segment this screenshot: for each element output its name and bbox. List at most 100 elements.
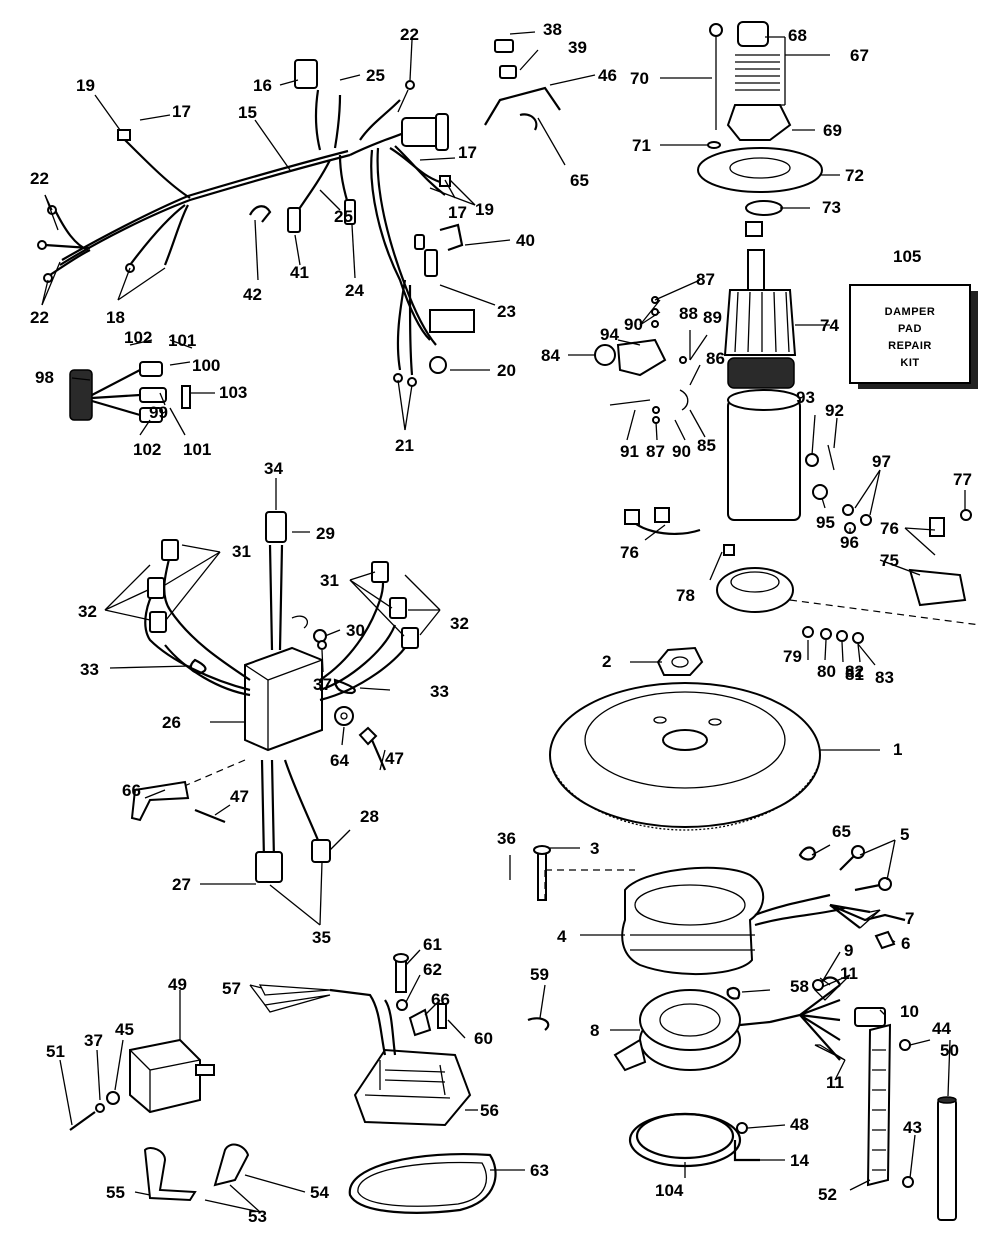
terminal-block-assembly: [866, 1023, 957, 1221]
callout-label: 82: [845, 662, 864, 681]
callout-label: 20: [497, 361, 516, 380]
callout-label: 28: [360, 807, 379, 826]
callout-label: 58: [790, 977, 809, 996]
terminal-plug-assembly: [69, 361, 191, 423]
callout-label: 99: [149, 403, 168, 422]
callout-label: 65: [570, 171, 589, 190]
callout-label: 76: [880, 519, 899, 538]
callout-label: 39: [568, 38, 587, 57]
power-pack-assembly: [130, 511, 419, 883]
callout-label: 55: [106, 1183, 125, 1202]
callout-label: 66: [431, 990, 450, 1009]
ignition-coil-assembly: [69, 1038, 250, 1202]
callout-label: 81: [845, 665, 864, 684]
callout-label: 103: [219, 383, 247, 402]
callout-label: 49: [168, 975, 187, 994]
callout-label: 9: [844, 941, 853, 960]
harness-clips: [249, 39, 561, 252]
callout-label: 62: [423, 960, 442, 979]
callout-label: 89: [703, 308, 722, 327]
callout-label: 19: [475, 200, 494, 219]
callout-label: 57: [222, 979, 241, 998]
leader-lines: [41, 31, 966, 1213]
callout-label: 8: [590, 1021, 599, 1040]
callout-label: 78: [676, 586, 695, 605]
callout-label: 27: [172, 875, 191, 894]
starter-motor-assembly: [594, 21, 981, 644]
callout-label: 14: [790, 1151, 809, 1170]
callout-label: 100: [192, 356, 220, 375]
callout-label: 87: [696, 270, 715, 289]
callout-label: 64: [330, 751, 349, 770]
callout-label: 102: [124, 328, 152, 347]
callout-label: 17: [458, 143, 477, 162]
callout-label: 40: [516, 231, 535, 250]
callout-label: 11: [840, 964, 858, 983]
kit-line-4: KIT: [900, 357, 919, 369]
callout-label: 22: [30, 169, 49, 188]
callout-label: 16: [253, 76, 272, 95]
callout-label: 30: [346, 621, 365, 640]
callout-label: 26: [162, 713, 181, 732]
callout-label: 91: [620, 442, 639, 461]
callout-label: 86: [706, 349, 725, 368]
timer-base-assembly: [613, 974, 886, 1168]
callout-label: 25: [334, 207, 353, 226]
wiring-harness: [37, 59, 475, 387]
callout-label: 19: [76, 76, 95, 95]
callout-label: 33: [80, 660, 99, 679]
callout-label: 63: [530, 1161, 549, 1180]
callout-label: 85: [697, 436, 716, 455]
callout-label: 41: [290, 263, 309, 282]
callout-label: 73: [822, 198, 841, 217]
callout-label: 6: [901, 934, 910, 953]
callout-label: 32: [78, 602, 97, 621]
callout-label: 43: [903, 1118, 922, 1137]
callout-label: 29: [316, 524, 335, 543]
callout-label: 94: [600, 325, 619, 344]
callout-label: 90: [672, 442, 691, 461]
kit-line-3: REPAIR: [888, 340, 932, 352]
callout-label: 80: [817, 662, 836, 681]
callout-label: 31: [232, 542, 251, 561]
callout-label: 48: [790, 1115, 809, 1134]
callout-label: 77: [953, 470, 972, 489]
callout-label: 98: [35, 368, 54, 387]
callout-label: 47: [385, 749, 404, 768]
callout-label: 97: [872, 452, 891, 471]
callout-label: 59: [530, 965, 549, 984]
callout-label: 45: [115, 1020, 134, 1039]
callout-label: 90: [624, 315, 643, 334]
callout-label: 47: [230, 787, 249, 806]
callout-label: 37: [313, 675, 332, 694]
rectifier-assembly: [258, 953, 550, 1214]
callout-label: 102: [133, 440, 161, 459]
callout-label: 1: [893, 740, 902, 759]
callout-label: 53: [248, 1207, 267, 1226]
callout-label: 51: [46, 1042, 65, 1061]
callout-label: 66: [122, 781, 141, 800]
callout-label: 15: [238, 103, 257, 122]
callout-label: 17: [448, 203, 467, 222]
callout-label: 95: [816, 513, 835, 532]
callout-label: 11: [826, 1073, 844, 1092]
callout-label: 60: [474, 1029, 493, 1048]
callout-label: 84: [541, 346, 560, 365]
callout-label: 33: [430, 682, 449, 701]
callout-label: 52: [818, 1185, 837, 1204]
stator-assembly: [621, 845, 906, 976]
callout-label: 88: [679, 304, 698, 323]
callout-label: 67: [850, 46, 869, 65]
callout-label: 18: [106, 308, 125, 327]
callout-label: 65: [832, 822, 851, 841]
callout-label: 92: [825, 401, 844, 420]
callout-label: 24: [345, 281, 364, 300]
callout-label: 72: [845, 166, 864, 185]
callout-label: 3: [590, 839, 599, 858]
callout-label: 69: [823, 121, 842, 140]
callout-label: 83: [875, 668, 894, 687]
callout-label: 54: [310, 1183, 329, 1202]
callout-label: 2: [602, 652, 611, 671]
callout-label: 93: [796, 388, 815, 407]
